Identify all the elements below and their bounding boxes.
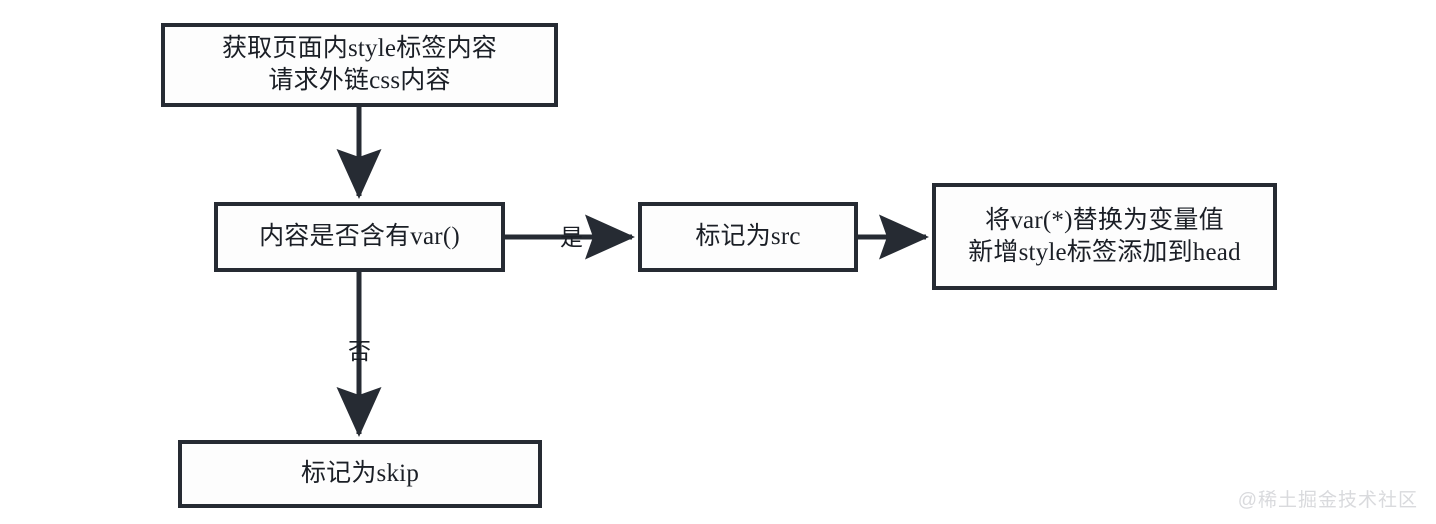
node-check-contains-var: 内容是否含有var() — [214, 202, 505, 272]
node-mark-as-skip: 标记为skip — [178, 440, 542, 508]
node-fetch-line-1: 获取页面内style标签内容 — [221, 35, 498, 62]
node-replace-line-2: 新增style标签添加到head — [968, 238, 1241, 266]
edge-label-no: 否 — [348, 339, 371, 364]
watermark: @稀土掘金技术社区 — [1237, 490, 1418, 511]
node-check-line-1: 内容是否含有var() — [259, 223, 460, 250]
edge-label-yes: 是 — [560, 225, 583, 250]
node-src-line-1: 标记为src — [695, 223, 801, 250]
node-skip-line-1: 标记为skip — [300, 460, 420, 487]
node-fetch-line-2: 请求外链css内容 — [268, 67, 451, 94]
node-fetch-style-content: 获取页面内style标签内容 请求外链css内容 — [161, 23, 558, 107]
node-mark-as-src: 标记为src — [638, 202, 858, 272]
node-replace-var-append-style: 将var(*)替换为变量值 新增style标签添加到head — [932, 183, 1277, 290]
node-replace-line-1: 将var(*)替换为变量值 — [985, 206, 1224, 234]
